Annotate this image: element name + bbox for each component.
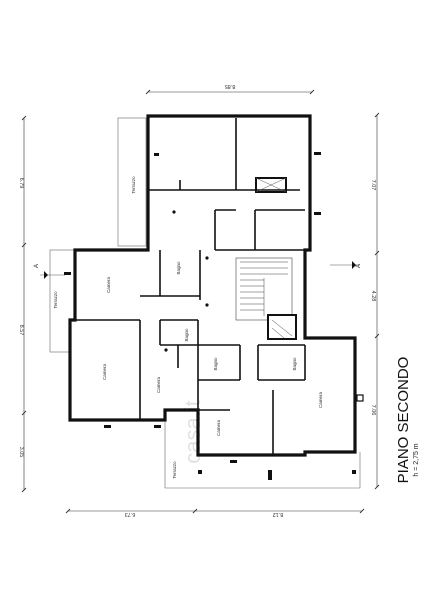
room-labels: Terrazzo Terrazzo Terrazzo Camera Bagno … xyxy=(53,176,323,479)
dim-right-2: 4.28 xyxy=(370,291,376,302)
window-marks xyxy=(64,152,364,480)
dimension-lines xyxy=(21,89,380,514)
walls xyxy=(68,114,357,457)
stair-treads xyxy=(240,261,293,339)
room-label-terrazzo-1: Terrazzo xyxy=(131,176,136,194)
dim-right-1: 7.07 xyxy=(370,180,376,191)
plan-title: PIANO SECONDO xyxy=(395,357,412,484)
room-label-camera-5: Camera xyxy=(318,392,323,409)
watermark: casa.it xyxy=(180,400,205,464)
room-label-camera-4: Camera xyxy=(216,420,221,437)
room-label-camera-3: Camera xyxy=(156,377,161,394)
room-label-bagno-2: Bagno xyxy=(184,328,189,342)
section-markers xyxy=(40,261,360,279)
dim-bottom-1: 6.73 xyxy=(125,511,136,517)
room-label-camera-1: Camera xyxy=(106,277,111,294)
room-label-terrazzo-3: Terrazzo xyxy=(172,461,177,479)
dim-left-1: 6.79 xyxy=(18,178,24,189)
dimension-labels: 8.85 7.07 4.28 7.06 6.79 8.57 3.05 6.73 … xyxy=(18,83,376,517)
room-label-bagno-1: Bagno xyxy=(176,261,181,275)
room-label-camera-2: Camera xyxy=(102,364,107,381)
dim-left-3: 3.05 xyxy=(18,447,24,458)
dim-left-2: 8.57 xyxy=(18,325,24,336)
room-label-terrazzo-2: Terrazzo xyxy=(53,291,58,309)
plan-subtitle: h = 2,75 m xyxy=(413,443,420,476)
section-marker-left: A xyxy=(34,264,40,268)
dim-bottom-2: 8.12 xyxy=(273,511,284,517)
room-label-bagno-3: Bagno xyxy=(213,357,218,371)
room-label-bagno-4: Bagno xyxy=(292,357,297,371)
dim-right-3: 7.06 xyxy=(370,405,376,416)
section-marker-right: A xyxy=(356,264,362,268)
dim-top: 8.85 xyxy=(225,83,236,89)
